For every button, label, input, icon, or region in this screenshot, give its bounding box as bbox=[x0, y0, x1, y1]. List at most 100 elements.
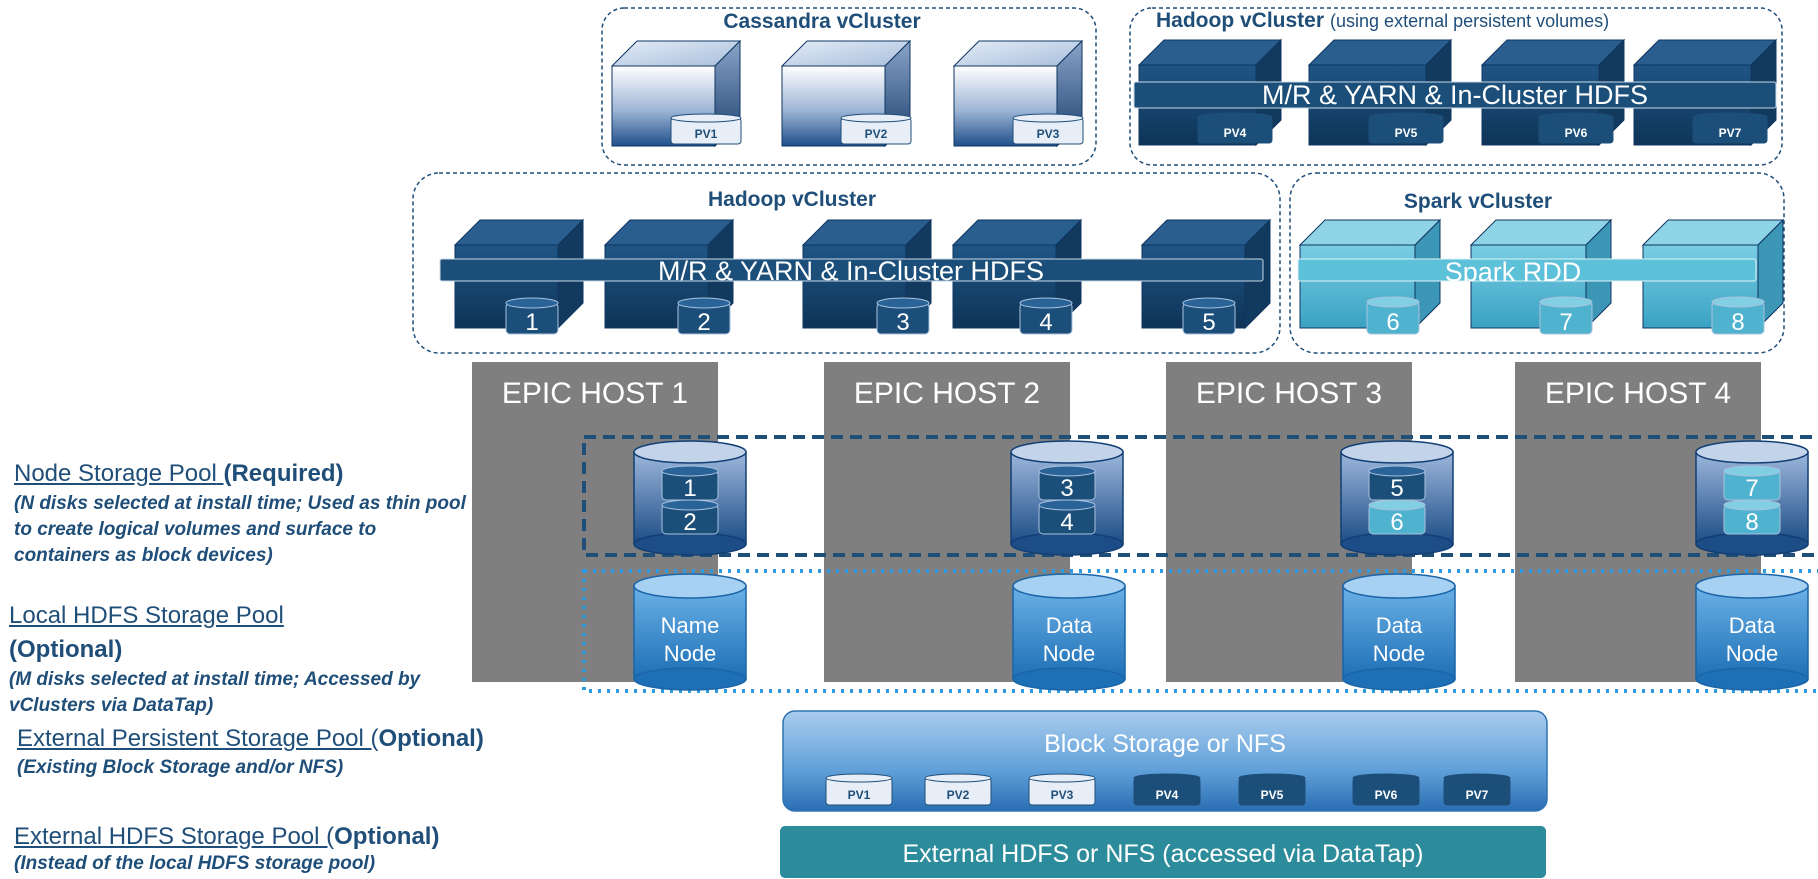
pv-disk-label: PV6 bbox=[1565, 126, 1588, 140]
hadoop-vcluster-frame bbox=[412, 172, 1281, 354]
block-storage-label: Block Storage or NFS bbox=[1044, 730, 1286, 758]
disk-number: 6 bbox=[1386, 309, 1399, 336]
pv-disk-label: PV3 bbox=[1051, 788, 1074, 802]
external-hdfs-pool-note: (Instead of the local HDFS storage pool) bbox=[14, 853, 376, 874]
hadoop-ext-vcluster-name: Hadoop vCluster bbox=[1156, 9, 1324, 32]
pv-disk: PV7 bbox=[1443, 773, 1511, 806]
epic-host-label: EPIC HOST 3 bbox=[1196, 377, 1382, 410]
disk-number: 4 bbox=[1039, 309, 1052, 336]
pv-disk-label: PV2 bbox=[947, 788, 970, 802]
pool-disk: 4 bbox=[1038, 499, 1096, 536]
pool-disk: 1 bbox=[661, 465, 719, 502]
disk-number: 3 bbox=[896, 309, 909, 336]
hadoop-disk: 3 bbox=[876, 297, 930, 336]
node-pool-cylinder: 34 bbox=[1010, 440, 1124, 556]
pv-disk: PV5 bbox=[1368, 112, 1444, 144]
hadoop-ext-vcluster-subtitle: (using external persistent volumes) bbox=[1330, 11, 1609, 31]
spark-disk: 7 bbox=[1539, 296, 1593, 336]
external-hdfs-bar-label: External HDFS or NFS (accessed via DataT… bbox=[902, 840, 1423, 868]
pv-disk-label: PV5 bbox=[1395, 126, 1418, 140]
hadoop-vcluster-title: Hadoop vCluster bbox=[708, 188, 876, 211]
pool-disk: 5 bbox=[1368, 465, 1426, 502]
pv-disk: PV2 bbox=[840, 113, 912, 145]
node-pool-cylinder: 12 bbox=[633, 440, 747, 556]
pv-disk: PV2 bbox=[924, 773, 992, 806]
pv-disk-label: PV5 bbox=[1261, 788, 1284, 802]
hadoop-disk: 1 bbox=[505, 297, 559, 336]
hdfs-node-line: Data bbox=[1376, 613, 1423, 638]
local-hdfs-pool-note: (M disks selected at install time; Acces… bbox=[9, 669, 421, 716]
spark-disk: 8 bbox=[1711, 296, 1765, 336]
hdfs-node-line: Node bbox=[664, 641, 717, 666]
hadoop-disk: 2 bbox=[677, 297, 731, 336]
external-persistent-pool-title: External Persistent Storage Pool (Option… bbox=[17, 725, 484, 753]
pv-disk-label: PV4 bbox=[1224, 126, 1247, 140]
spark-disks: 6 7 8 bbox=[1366, 296, 1765, 336]
disk-number: 8 bbox=[1731, 309, 1744, 336]
local-hdfs-pool-outline bbox=[582, 569, 1818, 693]
pv-disk-label: PV1 bbox=[848, 788, 871, 802]
hadoop-ext-vcluster-frame bbox=[1129, 7, 1783, 166]
hadoop-ext-band bbox=[1133, 81, 1777, 109]
spark-disk: 6 bbox=[1366, 296, 1420, 336]
pv-disk: PV6 bbox=[1538, 112, 1614, 144]
pv-disk-label: PV3 bbox=[1037, 127, 1060, 141]
local-hdfs-pool-tag: (Optional) bbox=[9, 636, 123, 663]
pool-disk: 2 bbox=[661, 499, 719, 536]
external-hdfs-pool-tag: Optional) bbox=[334, 823, 440, 850]
epic-host-label: EPIC HOST 4 bbox=[1545, 377, 1731, 410]
external-persistent-pool-note: (Existing Block Storage and/or NFS) bbox=[17, 757, 344, 778]
pv-disk-label: PV6 bbox=[1375, 788, 1398, 802]
external-persistent-pool-tag: Optional) bbox=[378, 725, 484, 752]
node-pool-cylinder: 78 bbox=[1695, 440, 1809, 556]
node-pool-cylinder: 56 bbox=[1340, 440, 1454, 556]
cassandra-vcluster-title: Cassandra vCluster bbox=[723, 10, 920, 33]
spark-band bbox=[1297, 258, 1757, 282]
hdfs-node-line: Name bbox=[661, 613, 720, 638]
cassandra-node bbox=[952, 39, 1084, 148]
pool-disk: 7 bbox=[1723, 465, 1781, 502]
local-hdfs-pool-title: Local HDFS Storage Pool bbox=[9, 602, 284, 629]
disk-number: 7 bbox=[1745, 475, 1758, 502]
pv-disk: PV1 bbox=[825, 773, 893, 806]
disk-number: 1 bbox=[683, 475, 696, 502]
pv-disk-label: PV1 bbox=[695, 127, 718, 141]
disk-number: 3 bbox=[1060, 475, 1073, 502]
pool-disk: 6 bbox=[1368, 499, 1426, 536]
pv-disk: PV4 bbox=[1133, 773, 1201, 806]
disk-number: 5 bbox=[1390, 475, 1403, 502]
pv-disk: PV5 bbox=[1238, 773, 1306, 806]
node-storage-pool-note: (N disks selected at install time; Used … bbox=[14, 493, 466, 566]
spark-vcluster-title: Spark vCluster bbox=[1404, 190, 1552, 213]
pv-disk: PV4 bbox=[1197, 112, 1273, 144]
hdfs-node-line: Node bbox=[1726, 641, 1779, 666]
node-storage-pool-tag: (Required) bbox=[223, 460, 344, 487]
pv-disk: PV3 bbox=[1028, 773, 1096, 806]
epic-host-label: EPIC HOST 1 bbox=[502, 377, 688, 410]
pv-disk: PV3 bbox=[1012, 113, 1084, 145]
block-storage-volumes: PV1 PV2 PV3 PV4 PV5 PV6 PV7 bbox=[825, 773, 1511, 806]
disk-number: 7 bbox=[1559, 309, 1572, 336]
pv-disk: PV7 bbox=[1692, 112, 1768, 144]
hadoop-ext-nodes bbox=[1137, 38, 1778, 147]
pv-disk: PV6 bbox=[1352, 773, 1420, 806]
hdfs-node-line: Data bbox=[1729, 613, 1776, 638]
epic-host-label: EPIC HOST 2 bbox=[854, 377, 1040, 410]
pool-disk: 8 bbox=[1723, 499, 1781, 536]
hadoop-disks: 1 2 3 4 5 bbox=[505, 297, 1236, 336]
pv-disk-label: PV2 bbox=[865, 127, 888, 141]
pv-disk: PV1 bbox=[670, 113, 742, 145]
pv-disk-label: PV7 bbox=[1466, 788, 1489, 802]
disk-number: 5 bbox=[1202, 309, 1215, 336]
hdfs-node-line: Data bbox=[1046, 613, 1093, 638]
node-storage-pool-name: Node Storage Pool bbox=[14, 460, 217, 487]
pool-disk: 3 bbox=[1038, 465, 1096, 502]
node-storage-pool-outline bbox=[582, 435, 1818, 557]
disk-number: 2 bbox=[683, 509, 696, 536]
